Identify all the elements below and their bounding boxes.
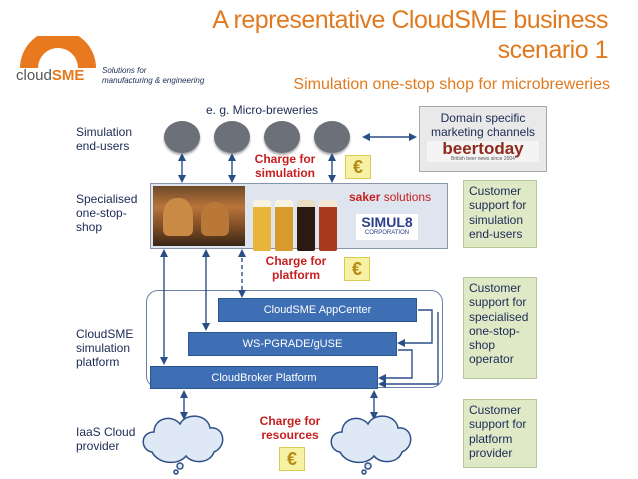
page-subtitle: Simulation one-stop shop for microbrewer… xyxy=(293,76,610,93)
row-label-line: CloudSME xyxy=(76,327,134,341)
charge-for-simulation: Charge for simulation xyxy=(246,152,324,180)
row-label-iaas: IaaS Cloud provider xyxy=(76,425,135,453)
beertoday-logo: beertoday British beer news since 2004 xyxy=(427,139,539,162)
support-line: support for xyxy=(469,417,527,432)
brewery-node xyxy=(314,121,350,153)
simul8-logo: SIMUL8 CORPORATION xyxy=(356,214,418,240)
row-label-line: one-stop- xyxy=(76,206,127,220)
simul8-sub: CORPORATION xyxy=(364,230,410,236)
cloud-icon xyxy=(142,415,224,475)
row-label-line: IaaS Cloud xyxy=(76,425,136,439)
beertoday-wordmark: beertoday xyxy=(442,139,524,158)
cloud-logo-icon xyxy=(20,36,96,68)
support-line: support for xyxy=(469,295,527,310)
appcenter-bar: CloudSME AppCenter xyxy=(218,298,417,322)
support-line: platform xyxy=(469,431,513,446)
support-line: simulation xyxy=(469,212,524,227)
charge-for-platform: Charge for platform xyxy=(258,254,334,282)
logo-tagline-line-2: manufacturing & engineering xyxy=(102,76,205,85)
support-line: one-stop- xyxy=(469,323,520,338)
charge-for-resources: Charge for resources xyxy=(252,414,328,442)
saker-solutions-logo: saker solutions xyxy=(349,190,431,204)
euro-icon: € xyxy=(279,447,305,471)
row-label-shop: Specialised one-stop- shop xyxy=(76,192,137,234)
support-line: specialised xyxy=(469,309,529,324)
cloudsme-logo: cloudSME Solutions for manufacturing & e… xyxy=(10,36,210,96)
title-line-2: scenario 1 xyxy=(497,36,609,64)
charge-line: Charge for xyxy=(259,414,321,428)
row-label-line: simulation xyxy=(76,341,131,355)
row-label-line: Simulation xyxy=(76,125,133,139)
brewery-node xyxy=(214,121,250,153)
charge-line: Charge for xyxy=(265,254,327,268)
cloudbroker-bar: CloudBroker Platform xyxy=(150,366,378,389)
support-box-shop-operator: Customer support for specialised one-sto… xyxy=(463,277,537,379)
cloud-icon xyxy=(330,415,412,475)
page-title: A representative CloudSME business scena… xyxy=(140,5,608,65)
support-line: Customer xyxy=(469,184,522,198)
euro-icon: € xyxy=(345,155,371,179)
row-label-line: shop xyxy=(76,220,103,234)
one-stop-shop-box: saker solutions SIMUL8 CORPORATION xyxy=(150,183,448,251)
charge-line: resources xyxy=(261,428,319,442)
support-line: shop xyxy=(469,338,496,353)
logo-tagline-line-1: Solutions for xyxy=(102,66,147,75)
saker-bold: saker xyxy=(349,190,381,204)
row-label-line: platform xyxy=(76,355,120,369)
row-label-line: Specialised xyxy=(76,192,138,206)
brewhouse-photo xyxy=(153,186,245,246)
support-line: support for xyxy=(469,198,527,213)
support-line: Customer xyxy=(469,281,522,295)
title-line-1: A representative CloudSME business xyxy=(212,6,608,34)
marketing-channels-box: Domain specific marketing channels beert… xyxy=(419,106,547,172)
saker-rest: solutions xyxy=(380,190,432,204)
beertoday-tagline: British beer news since 2004 xyxy=(451,156,515,162)
support-line: Customer xyxy=(469,403,522,417)
row-label-line: end-users xyxy=(76,139,130,153)
support-line: end-users xyxy=(469,226,523,241)
euro-icon: € xyxy=(344,257,370,281)
micro-breweries-label: e. g. Micro-breweries xyxy=(206,103,319,117)
brewery-node xyxy=(164,121,200,153)
logo-wordmark: cloudSME xyxy=(16,67,84,84)
brewery-node xyxy=(264,121,300,153)
beer-glasses-photo xyxy=(251,188,343,251)
simul8-main: SIMUL8 xyxy=(361,214,413,230)
support-line: provider xyxy=(469,445,513,460)
logo-brand-plain: cloud xyxy=(16,67,52,84)
marketing-label: marketing channels xyxy=(430,125,536,139)
row-label-end-users: Simulation end-users xyxy=(76,125,132,153)
charge-line: Charge for xyxy=(254,152,316,166)
row-label-platform: CloudSME simulation platform xyxy=(76,327,133,369)
support-box-platform-provider: Customer support for platform provider xyxy=(463,399,537,468)
support-line: operator xyxy=(469,352,514,367)
charge-line: simulation xyxy=(254,166,315,180)
row-label-line: provider xyxy=(76,439,120,453)
logo-tagline: Solutions for manufacturing & engineerin… xyxy=(102,66,204,86)
support-box-end-users: Customer support for simulation end-user… xyxy=(463,180,537,248)
marketing-label: Domain specific xyxy=(440,111,526,125)
charge-line: platform xyxy=(272,268,320,282)
logo-brand-accent: SME xyxy=(51,67,85,84)
wspgrade-bar: WS-PGRADE/gUSE xyxy=(188,332,397,356)
